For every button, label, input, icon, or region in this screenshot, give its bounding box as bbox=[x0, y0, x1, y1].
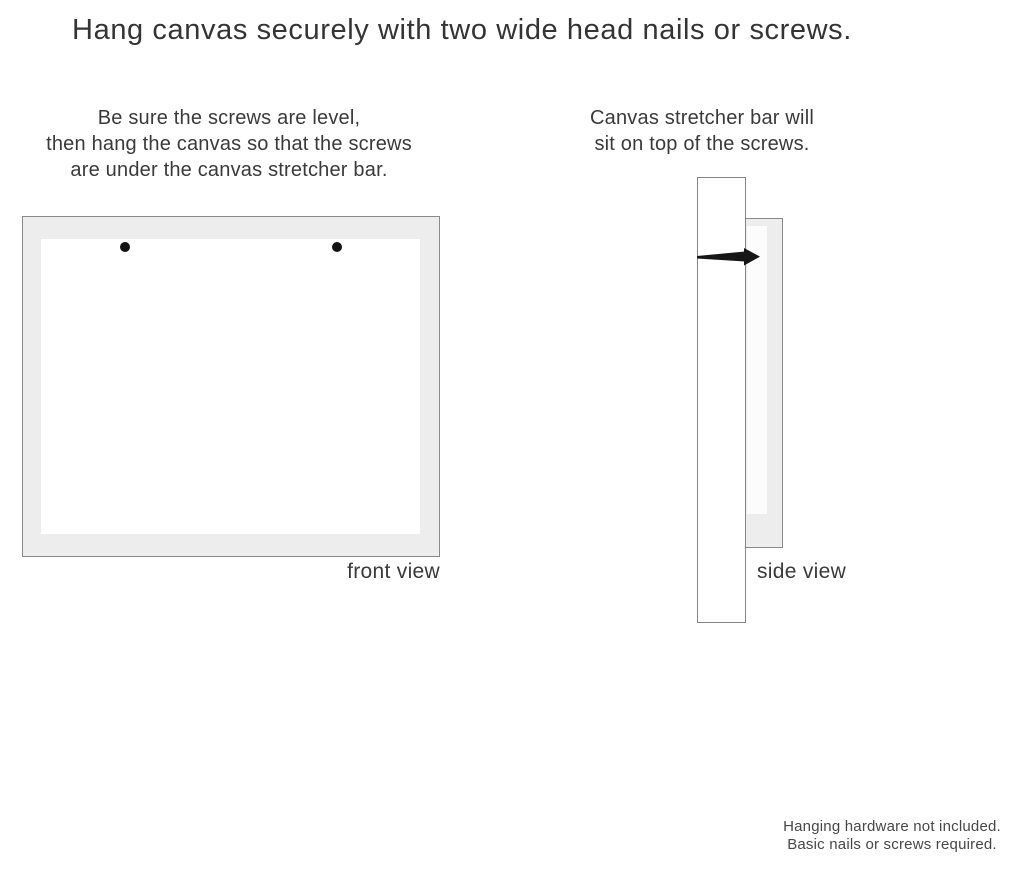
side-view-instructions: Canvas stretcher bar will sit on top of … bbox=[552, 105, 852, 157]
front-view-canvas-diagram bbox=[22, 216, 440, 557]
canvas-side-face bbox=[747, 226, 767, 514]
screw-icon bbox=[120, 242, 130, 252]
front-view-instructions: Be sure the screws are level, then hang … bbox=[20, 105, 438, 183]
stretcher-bar bbox=[697, 177, 746, 623]
disclaimer-line: Basic nails or screws required. bbox=[787, 836, 997, 853]
disclaimer-line: Hanging hardware not included. bbox=[783, 818, 1001, 835]
side-view-label: side view bbox=[757, 560, 847, 583]
instruction-line: Be sure the screws are level, bbox=[97, 107, 361, 129]
hardware-disclaimer: Hanging hardware not included. Basic nai… bbox=[760, 818, 1024, 854]
front-view-label: front view bbox=[347, 560, 440, 583]
canvas-face bbox=[41, 239, 420, 534]
instruction-line: then hang the canvas so that the screws bbox=[46, 133, 412, 155]
instruction-line: sit on top of the screws. bbox=[594, 133, 810, 155]
instruction-line: Canvas stretcher bar will bbox=[590, 107, 814, 129]
screw-icon bbox=[332, 242, 342, 252]
nail-icon bbox=[697, 248, 760, 266]
instruction-line: are under the canvas stretcher bar. bbox=[70, 159, 388, 181]
page-title: Hang canvas securely with two wide head … bbox=[72, 14, 852, 46]
side-view-canvas-diagram bbox=[745, 218, 783, 548]
